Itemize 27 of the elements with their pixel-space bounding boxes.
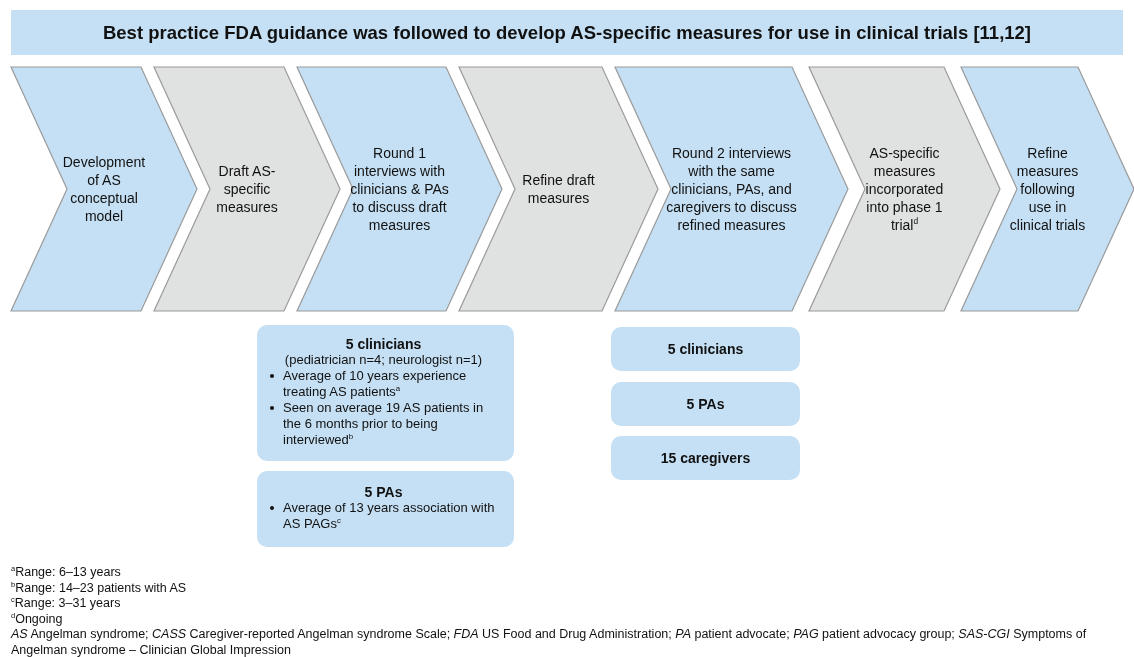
group-heading: 5 PAs [364, 484, 403, 500]
footnote: $^{c}$Range: 3–31 years [11, 596, 121, 612]
footnote: $^{a}$Range: 6–13 years [11, 565, 122, 581]
footnote: AS Angelman syndrome; CASS Caregiver-reported Angelman syndrome Scale; FDA US Food and Drug Administration; PA patient advocate; PAG patient advocacy group; SAS-CGI Symptoms of Angelman syndrome – Clinician Global Impression [11, 627, 1088, 657]
participant-box [257, 471, 514, 547]
step-text: Draft AS-specific measures [215, 162, 279, 216]
bullet-item: Seen on average 19 AS patients in the 6 months prior to being interviewed$^{b}$ [267, 400, 500, 448]
bullet-item: Average of 13 years association with AS PAGs$^{c}$ [267, 500, 500, 532]
step-text: Refine measures following use in clinical trials [1009, 144, 1086, 234]
step-text: AS-specific measures incorporated into phase 1 trial$^{d}$ [864, 144, 945, 234]
group-heading: 5 PAs [686, 396, 725, 412]
step-text: Round 2 interviews with the same clinicians, PAs, and caregivers to discuss refined measures [665, 144, 798, 234]
participant-box [611, 327, 800, 371]
step-text: Round 1 interviews with clinicians & PAs to discuss draft measures [349, 144, 450, 234]
step-text: Development of AS conceptual model [61, 153, 147, 225]
group-heading: 5 clinicians [345, 336, 422, 352]
footnote: $^{d}$Ongoing [11, 611, 64, 627]
title-banner: Best practice FDA guidance was followed to develop AS-specific measures for use in clinical trials [11,12] [11, 10, 1123, 55]
footnote: $^{b}$Range: 14–23 patients with AS [11, 580, 188, 596]
participant-box [611, 382, 800, 426]
group-heading: 5 clinicians [667, 341, 744, 357]
bullet-item: Average of 10 years experience treating AS patients$^{a}$ [267, 368, 500, 400]
participant-box [257, 325, 514, 461]
group-heading: 15 caregivers [660, 450, 751, 466]
participant-box [611, 436, 800, 480]
group-subtitle: (pediatrician n=4; neurologist n=1) [284, 352, 483, 368]
step-text: Refine draft measures [521, 171, 596, 207]
